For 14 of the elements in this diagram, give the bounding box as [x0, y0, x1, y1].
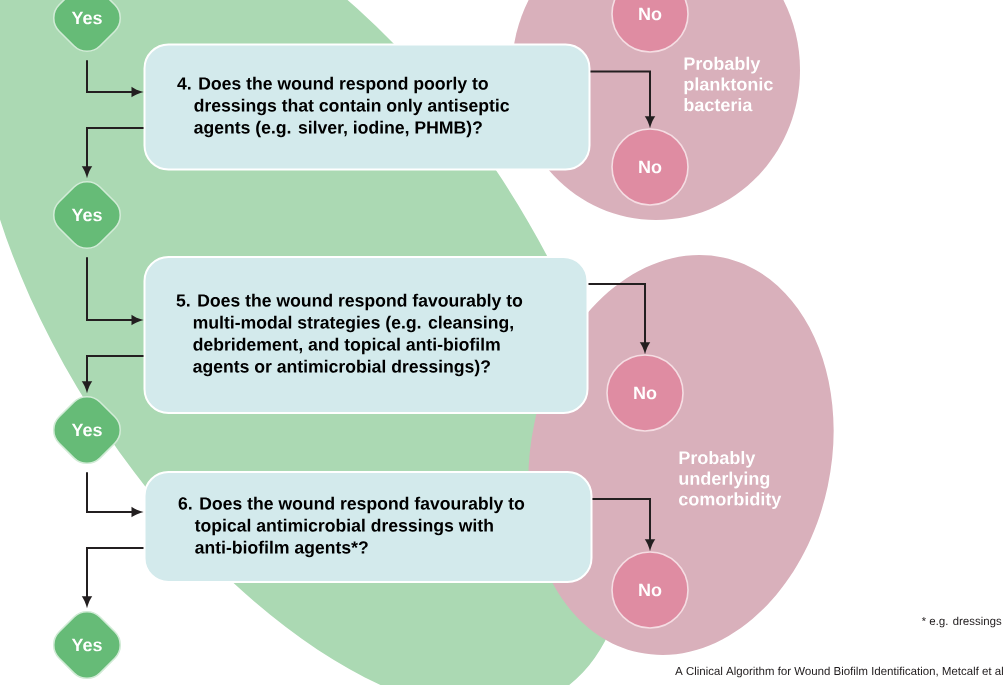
arrow	[589, 70, 655, 126]
arrow	[587, 283, 650, 352]
footnote: * e.g. dressings	[921, 616, 1002, 628]
arrow	[82, 547, 145, 606]
question-box: 6. Does the wound respond favourably to topical antimicrobial dressings with anti-biofilm agents*?	[143, 471, 593, 583]
question-box: 5. Does the wound respond favourably to multi-modal strategies (e.g. cleansing, debridement, and topical anti-biofilm agents or antimicrobial dressings)?	[143, 256, 589, 414]
arrow	[591, 498, 655, 549]
source-citation: A Clinical Algorithm for Wound Biofilm Identification, Metcalf et al	[675, 666, 1003, 678]
arrow	[86, 256, 141, 325]
arrow	[86, 59, 141, 97]
arrow	[86, 471, 141, 517]
question-box: 4. Does the wound respond poorly to dressings that contain only antiseptic agents (e.g. silver, iodine, PHMB)?	[143, 43, 591, 171]
arrow	[82, 355, 145, 391]
arrow	[82, 127, 145, 176]
